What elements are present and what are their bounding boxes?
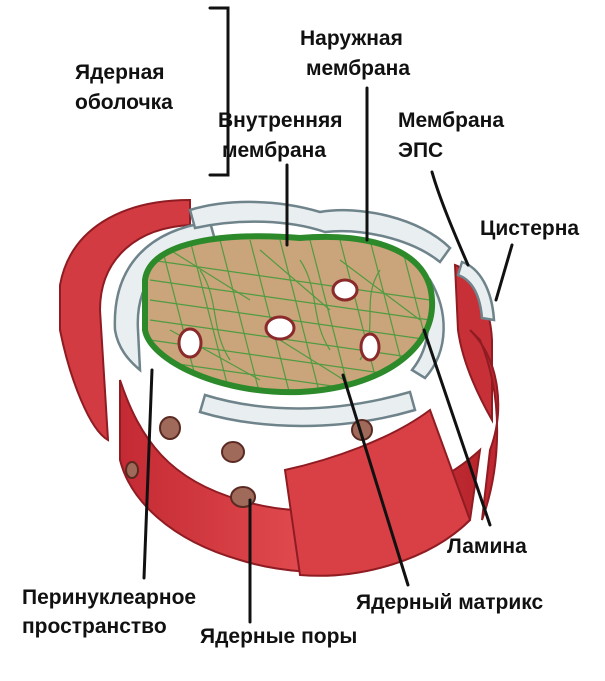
labels: Ядерная оболочка Наружная мембрана Внутр… (22, 27, 579, 648)
right-outer-wall (469, 329, 500, 521)
label-lamina: Ламина (447, 535, 527, 558)
label-inner-membrane-line2: мембрана (222, 139, 326, 162)
label-cistern: Цистерна (480, 217, 579, 240)
leader-lamina (422, 328, 492, 527)
nuclear-matrix (142, 233, 436, 396)
leader-lines (142, 86, 514, 624)
label-inner-membrane-line1: Внутренняя (218, 109, 342, 132)
pore-wall-5 (125, 461, 139, 479)
envelope-bracket (208, 6, 230, 177)
nuclear-pores (125, 278, 381, 508)
leader-perinuclear (142, 368, 154, 580)
label-nuclear-matrix: Ядерный матрикс (356, 591, 543, 614)
lamina-outline (142, 233, 436, 396)
label-envelope-line2: оболочка (75, 91, 173, 114)
lumen-cistern (456, 260, 496, 322)
leader-matrix (341, 373, 410, 587)
label-perinuclear-line1: Перинуклеарное (22, 586, 196, 609)
label-perinuclear-line2: пространство (22, 615, 167, 638)
pore-wall-1 (159, 416, 181, 440)
label-nuclear-pores: Ядерные поры (200, 625, 357, 648)
label-er-membrane-line1: Мембрана (398, 109, 504, 132)
lumen-bottom (198, 390, 417, 428)
left-er-fold (59, 198, 191, 442)
leader-er-membrane (430, 170, 470, 267)
pore-left (177, 327, 203, 359)
label-outer-membrane-line2: мембрана (306, 57, 410, 80)
label-er-membrane-line2: ЭПС (398, 139, 443, 162)
lower-flap (283, 408, 472, 577)
pore-right (359, 332, 381, 362)
label-envelope-line1: Ядерная (75, 61, 165, 84)
label-outer-membrane-line1: Наружная (300, 27, 403, 50)
pore-wall-2 (221, 441, 245, 463)
pore-center (264, 315, 296, 341)
pore-top-right (331, 278, 359, 302)
leader-cistern (494, 243, 514, 302)
